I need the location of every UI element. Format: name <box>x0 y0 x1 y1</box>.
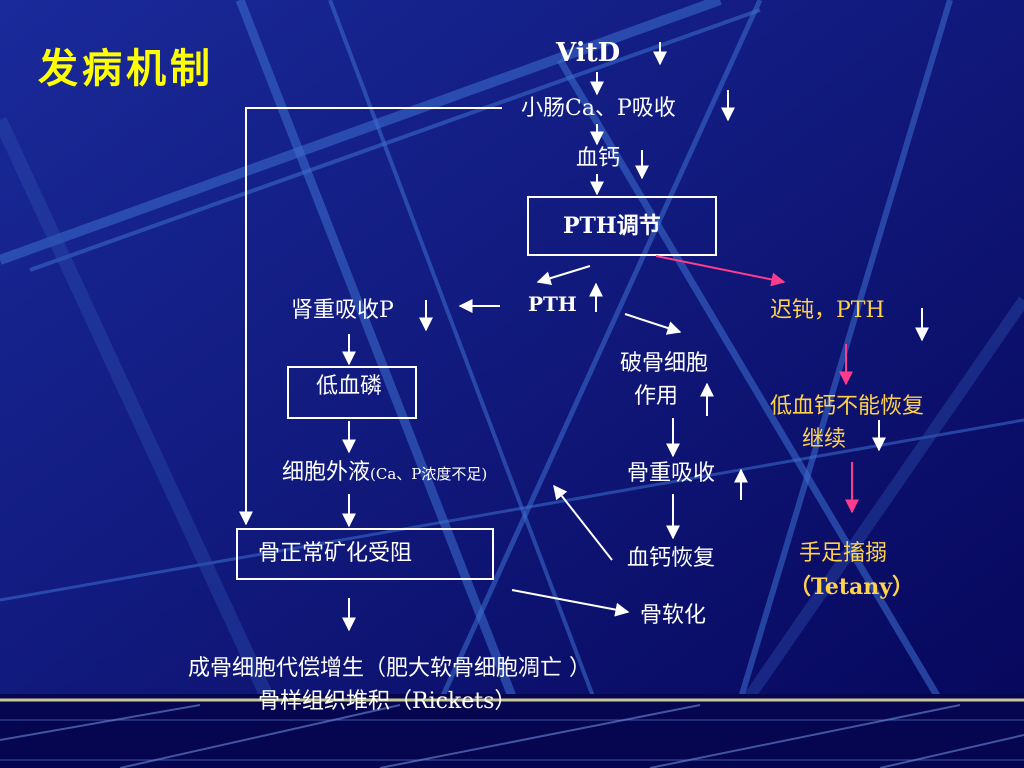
sluggish-pth-label: 迟钝，PTH <box>770 298 885 323</box>
ecf-note: (Ca、P浓度不足) <box>370 465 488 483</box>
mineralization-blocked-label: 骨正常矿化受阻 <box>258 541 413 566</box>
osteoclast-label-1: 破骨细胞 <box>620 351 709 376</box>
tetany-label-1: 手足搐搦 <box>799 541 888 566</box>
mineralization-box <box>236 528 494 580</box>
blood-calcium-label: 血钙 <box>576 146 621 171</box>
pth-regulation-box <box>527 196 717 256</box>
low-calcium-label-1: 低血钙不能恢复 <box>770 394 925 419</box>
bone-resorption-label: 骨重吸收 <box>627 461 716 486</box>
osteoblast-label: 成骨细胞代偿增生（肥大软骨细胞凋亡 ） <box>188 656 591 681</box>
vitd-label: VitD <box>556 38 621 68</box>
page-title: 发病机制 <box>38 46 214 92</box>
rickets-label: 骨样组织堆积（Rickets） <box>258 689 517 714</box>
renal-reabsorption-label: 肾重吸收P <box>291 298 394 323</box>
pth-label: PTH <box>528 292 577 316</box>
pth-regulation-label: PTH调节 <box>563 213 661 239</box>
calcium-recovery-label: 血钙恢复 <box>627 546 716 571</box>
tetany-label-2: （Tetany） <box>789 574 915 600</box>
ecf-main: 细胞外液 <box>282 460 371 485</box>
low-calcium-label-2: 继续 <box>802 427 847 452</box>
osteoclast-label-2: 作用 <box>634 384 679 409</box>
intestine-absorption-label: 小肠Ca、P吸收 <box>521 96 676 121</box>
low-phosphate-label: 低血磷 <box>316 374 383 399</box>
ecf-label: 细胞外液(Ca、P浓度不足) <box>282 460 487 486</box>
osteomalacia-label: 骨软化 <box>640 603 707 628</box>
